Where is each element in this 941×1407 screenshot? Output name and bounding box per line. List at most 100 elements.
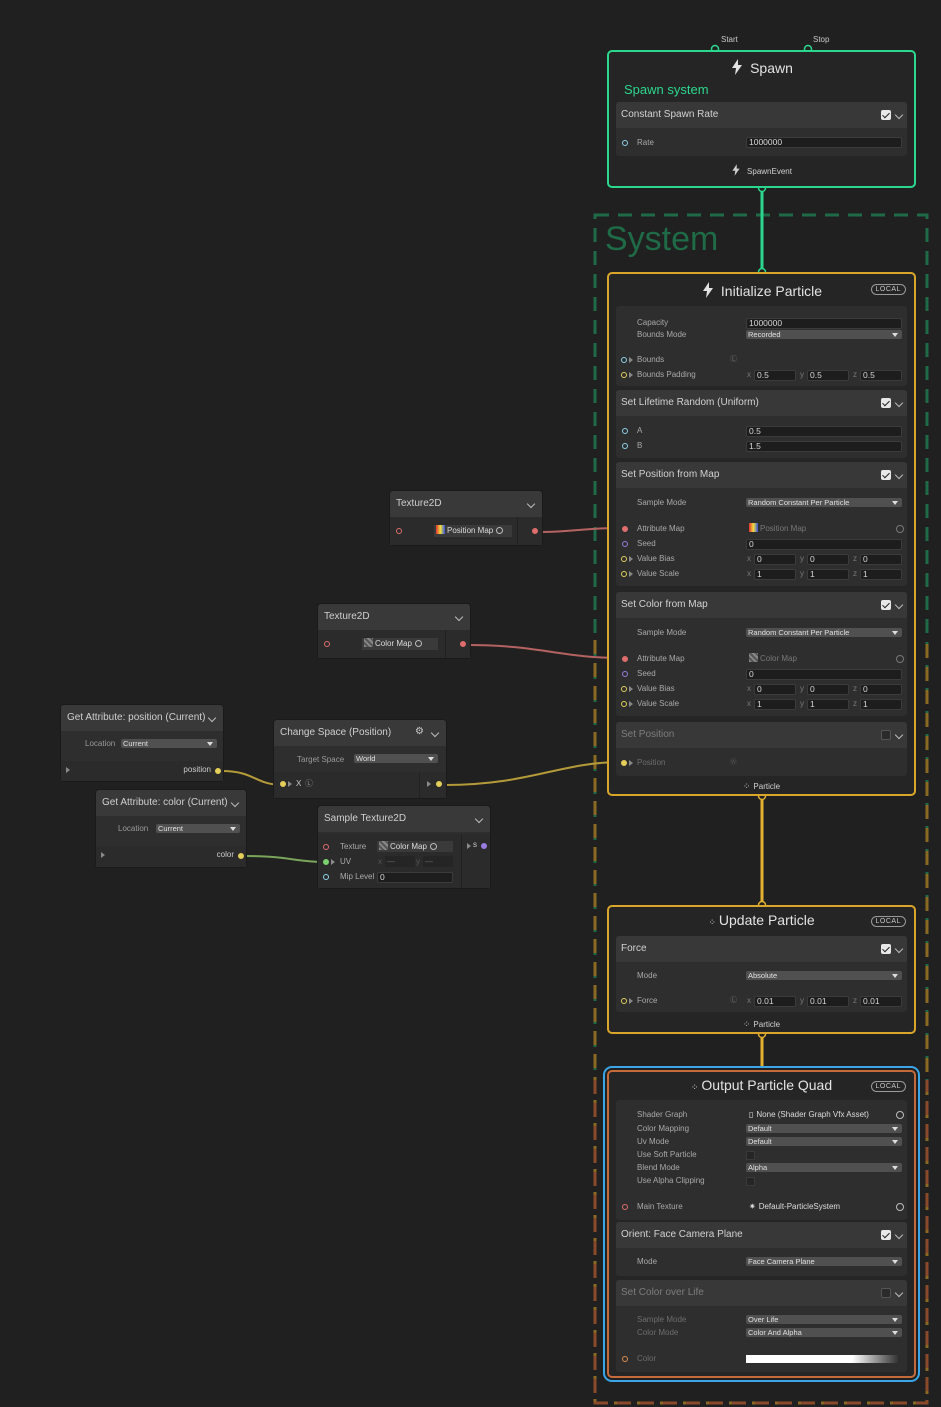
b-field[interactable]: 1.5 xyxy=(746,441,902,452)
expand-icon[interactable] xyxy=(427,781,431,787)
system-label[interactable]: System xyxy=(605,220,719,258)
a-field[interactable]: 0.5 xyxy=(746,426,902,437)
spawn-system-name[interactable]: Spawn system xyxy=(624,82,709,97)
uv-y-field[interactable]: — xyxy=(423,856,453,867)
local-badge[interactable]: LOCAL xyxy=(870,1081,906,1092)
texture-value[interactable]: Color Map xyxy=(375,639,412,648)
value-scale-port[interactable] xyxy=(621,571,627,577)
expand-icon[interactable] xyxy=(66,767,70,773)
attribute-map-port[interactable] xyxy=(622,656,628,662)
get-attribute-color-node[interactable]: Get Attribute: color (Current) Location … xyxy=(96,790,246,867)
attribute-map-value[interactable]: Color Map xyxy=(760,654,797,663)
value-bias-z[interactable]: 0 xyxy=(860,684,902,695)
seed-field[interactable]: 0 xyxy=(746,539,902,550)
rate-port[interactable] xyxy=(622,140,628,146)
input-port[interactable] xyxy=(324,641,330,647)
expand-icon[interactable] xyxy=(288,781,292,787)
value-scale-y[interactable]: 1 xyxy=(807,569,849,580)
texture-value[interactable]: Position Map xyxy=(447,526,494,535)
blend-mode-dropdown[interactable]: Alpha xyxy=(746,1163,902,1172)
bounds-port[interactable] xyxy=(621,357,627,363)
expand-icon[interactable] xyxy=(331,859,335,865)
mode-dropdown[interactable]: Absolute xyxy=(746,971,902,980)
rate-field[interactable]: 1000000 xyxy=(746,137,902,148)
block-enabled-checkbox[interactable] xyxy=(881,110,891,120)
force-z[interactable]: 0.01 xyxy=(860,996,902,1007)
capacity-field[interactable]: 1000000 xyxy=(746,318,902,329)
x-input-port[interactable] xyxy=(280,781,286,787)
attribute-map-port[interactable] xyxy=(622,526,628,532)
sample-mode-dropdown[interactable]: Over Life xyxy=(746,1315,902,1324)
output-port[interactable] xyxy=(460,641,466,647)
local-badge[interactable]: LOCAL xyxy=(870,916,906,927)
expand-icon[interactable] xyxy=(101,852,105,858)
color-mapping-dropdown[interactable]: Default xyxy=(746,1124,902,1133)
shader-graph-value[interactable]: None (Shader Graph Vfx Asset) xyxy=(756,1110,869,1119)
alpha-clipping-checkbox[interactable] xyxy=(746,1177,755,1186)
block-enabled-checkbox[interactable] xyxy=(881,944,891,954)
output-port[interactable] xyxy=(436,781,442,787)
uv-mode-dropdown[interactable]: Default xyxy=(746,1137,902,1146)
color-port[interactable] xyxy=(622,1356,628,1362)
main-texture-value[interactable]: Default-ParticleSystem xyxy=(758,1202,841,1211)
output-port[interactable] xyxy=(238,853,244,859)
object-picker-icon[interactable] xyxy=(496,527,504,534)
value-bias-y[interactable]: 0 xyxy=(807,554,849,565)
bounds-padding-y[interactable]: 0.5 xyxy=(807,370,849,381)
expand-icon[interactable] xyxy=(629,372,633,378)
bounds-padding-z[interactable]: 0.5 xyxy=(860,370,902,381)
local-space-icon[interactable]: Ⓛ xyxy=(305,779,313,788)
block-enabled-checkbox[interactable] xyxy=(881,730,891,740)
value-scale-z[interactable]: 1 xyxy=(860,569,902,580)
object-picker-icon[interactable] xyxy=(429,843,437,850)
location-dropdown[interactable]: Current xyxy=(156,824,240,833)
gear-icon[interactable]: ⚙ xyxy=(415,726,424,737)
block-enabled-checkbox[interactable] xyxy=(881,470,891,480)
value-bias-x[interactable]: 0 xyxy=(754,684,796,695)
uv-input-port[interactable] xyxy=(323,859,329,865)
expand-icon[interactable] xyxy=(629,701,633,707)
mode-dropdown[interactable]: Face Camera Plane xyxy=(746,1257,902,1266)
expand-icon[interactable] xyxy=(629,686,633,692)
sample-mode-dropdown[interactable]: Random Constant Per Particle xyxy=(746,628,902,637)
seed-field[interactable]: 0 xyxy=(746,669,902,680)
sample-texture2d-node[interactable]: Sample Texture2D Texture Color Map UV x—… xyxy=(318,806,490,888)
attribute-map-value[interactable]: Position Map xyxy=(760,524,807,533)
force-port[interactable] xyxy=(621,998,627,1004)
object-picker-icon[interactable] xyxy=(896,525,904,533)
bounds-padding-x[interactable]: 0.5 xyxy=(754,370,796,381)
force-y[interactable]: 0.01 xyxy=(807,996,849,1007)
location-dropdown[interactable]: Current xyxy=(121,739,217,748)
value-scale-x[interactable]: 1 xyxy=(754,569,796,580)
output-particle-quad-context[interactable]: ⁘Output Particle Quad LOCAL Shader Graph… xyxy=(607,1070,916,1378)
target-space-dropdown[interactable]: World xyxy=(354,754,438,763)
seed-port[interactable] xyxy=(622,541,628,547)
value-bias-x[interactable]: 0 xyxy=(754,554,796,565)
object-picker-icon[interactable] xyxy=(896,655,904,663)
value-bias-port[interactable] xyxy=(621,556,627,562)
expand-icon[interactable] xyxy=(629,998,633,1004)
texture-value[interactable]: Color Map xyxy=(390,842,427,851)
b-port[interactable] xyxy=(622,443,628,449)
change-space-node[interactable]: Change Space (Position) ⚙ Target Space W… xyxy=(274,720,446,798)
output-port[interactable] xyxy=(481,843,487,849)
bounds-padding-port[interactable] xyxy=(621,372,627,378)
constant-spawn-rate-block[interactable]: Constant Spawn Rate Rate 1000000 xyxy=(616,102,907,156)
value-bias-y[interactable]: 0 xyxy=(807,684,849,695)
bounds-mode-dropdown[interactable]: Recorded xyxy=(746,330,902,339)
object-picker-icon[interactable] xyxy=(896,1111,904,1119)
expand-icon[interactable] xyxy=(629,357,633,363)
value-scale-y[interactable]: 1 xyxy=(807,699,849,710)
value-scale-z[interactable]: 1 xyxy=(860,699,902,710)
texture-input-port[interactable] xyxy=(323,844,329,850)
uv-x-field[interactable]: — xyxy=(385,856,415,867)
mip-input-port[interactable] xyxy=(323,874,329,880)
